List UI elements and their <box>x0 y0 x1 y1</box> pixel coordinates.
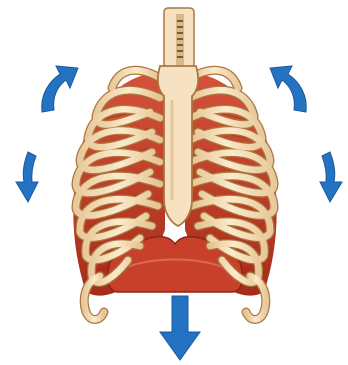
lower-right-arrow-icon <box>320 152 342 202</box>
upper-right-arrow-icon <box>270 66 306 112</box>
trachea <box>164 8 194 68</box>
sternum <box>158 66 198 226</box>
bottom-arrow-icon <box>160 296 200 360</box>
lower-left-arrow-icon <box>16 152 38 202</box>
upper-left-arrow-icon <box>42 66 78 112</box>
